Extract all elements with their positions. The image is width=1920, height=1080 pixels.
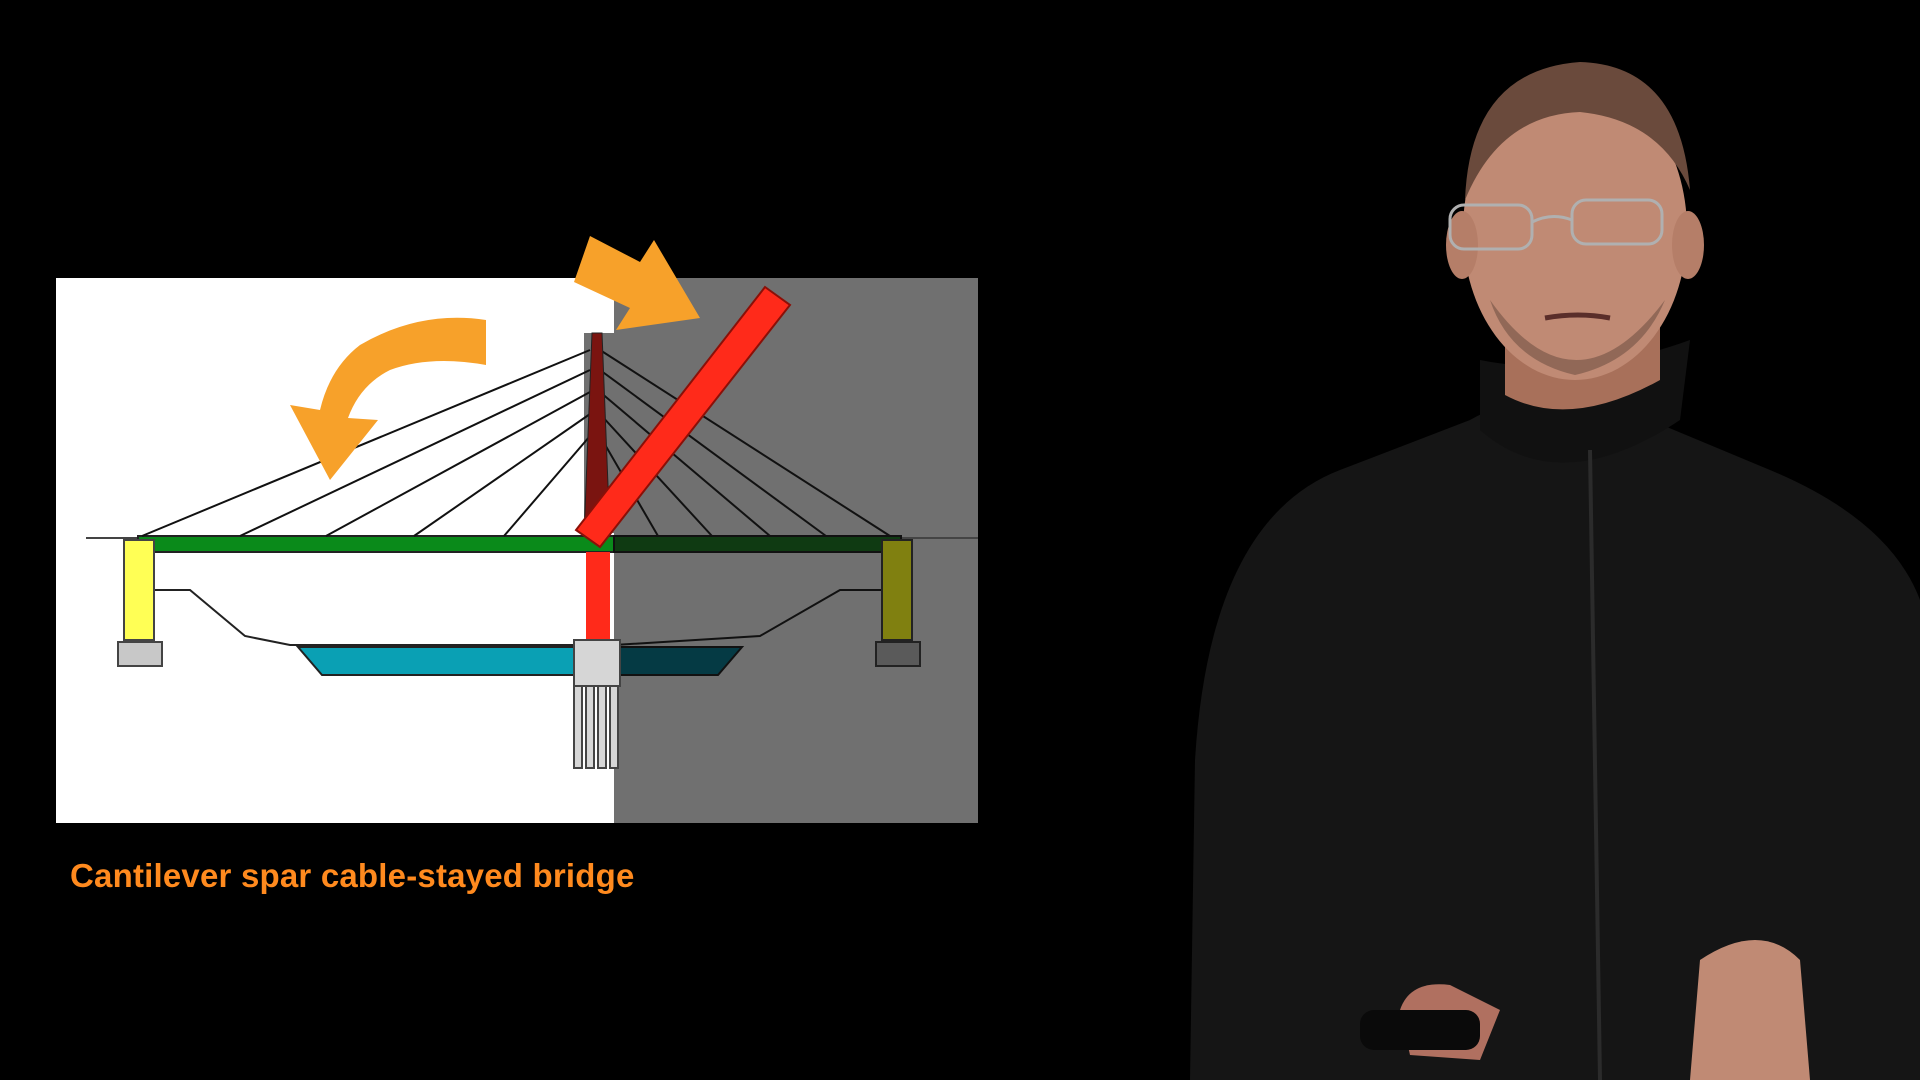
pile-cap bbox=[573, 639, 621, 687]
pylon-pier bbox=[586, 552, 610, 642]
presenter-hand-right bbox=[1690, 940, 1810, 1080]
presenter-clicker bbox=[1360, 1010, 1480, 1050]
push-arrow-icon bbox=[574, 236, 700, 330]
presenter bbox=[1190, 62, 1920, 1080]
pylon-tower bbox=[583, 332, 611, 537]
bridge-diagram bbox=[56, 236, 978, 823]
rotation-arrow-icon bbox=[290, 317, 486, 480]
glasses bbox=[1448, 198, 1664, 251]
bridge-deck bbox=[137, 535, 615, 553]
footing-right bbox=[875, 641, 921, 667]
diagram-caption: Cantilever spar cable-stayed bridge bbox=[70, 857, 635, 894]
piles bbox=[573, 685, 619, 769]
river-water-shaded bbox=[613, 646, 745, 676]
presenter-jacket bbox=[1190, 395, 1920, 1080]
ground-line-right bbox=[613, 589, 902, 646]
footing-left bbox=[117, 641, 163, 667]
abutment-right bbox=[881, 539, 913, 641]
bridge-deck-shaded bbox=[613, 535, 902, 553]
stay-cables bbox=[141, 349, 891, 537]
river-water bbox=[295, 646, 589, 676]
cantilever-spar bbox=[574, 285, 792, 549]
ground-line-left bbox=[154, 589, 588, 646]
presenter-head bbox=[1463, 80, 1687, 380]
abutment-left bbox=[123, 539, 155, 641]
